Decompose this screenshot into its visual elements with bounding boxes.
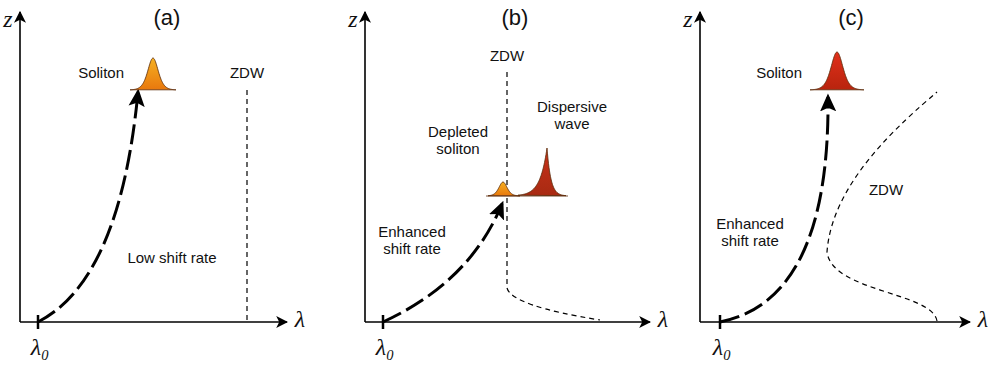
soliton-pulse bbox=[130, 58, 176, 90]
dispersive-wave-pulse bbox=[518, 148, 566, 196]
panel-label: (a) bbox=[154, 5, 181, 30]
shift-rate-label: Enhanced shift rate bbox=[706, 215, 794, 250]
zdw-label: ZDW bbox=[490, 47, 524, 64]
axes bbox=[20, 12, 970, 329]
pulse-baseline bbox=[486, 196, 568, 197]
depleted-soliton-label: Depleted soliton bbox=[418, 123, 498, 158]
soliton-pulse bbox=[810, 52, 864, 90]
wavelength-label: λ₀ bbox=[713, 334, 732, 362]
axis-label: z bbox=[3, 6, 12, 34]
dispersive-wave-label: Dispersive wave bbox=[530, 98, 614, 133]
panel-label: (b) bbox=[502, 5, 529, 30]
panel-label: (c) bbox=[838, 5, 864, 30]
axis-label: z bbox=[348, 6, 357, 34]
axis-label: λ bbox=[978, 306, 988, 334]
axis-label: z bbox=[683, 6, 692, 34]
zdw-label: ZDW bbox=[869, 181, 903, 198]
soliton-label: Soliton bbox=[78, 64, 124, 81]
wavelength-label: λ₀ bbox=[31, 334, 50, 362]
wavelength-label: λ₀ bbox=[376, 334, 395, 362]
zdw-label: ZDW bbox=[230, 64, 264, 81]
axis-label: λ bbox=[658, 306, 668, 334]
axis-label: λ bbox=[295, 306, 305, 334]
shift-rate-label: Low shift rate bbox=[127, 249, 216, 266]
shift-rate-label: Enhanced shift rate bbox=[368, 223, 456, 258]
soliton-label: Soliton bbox=[756, 64, 802, 81]
zdw-line bbox=[247, 72, 937, 321]
depleted-soliton-pulse bbox=[488, 182, 520, 196]
pulses bbox=[130, 52, 864, 196]
shift-curve bbox=[38, 92, 828, 322]
